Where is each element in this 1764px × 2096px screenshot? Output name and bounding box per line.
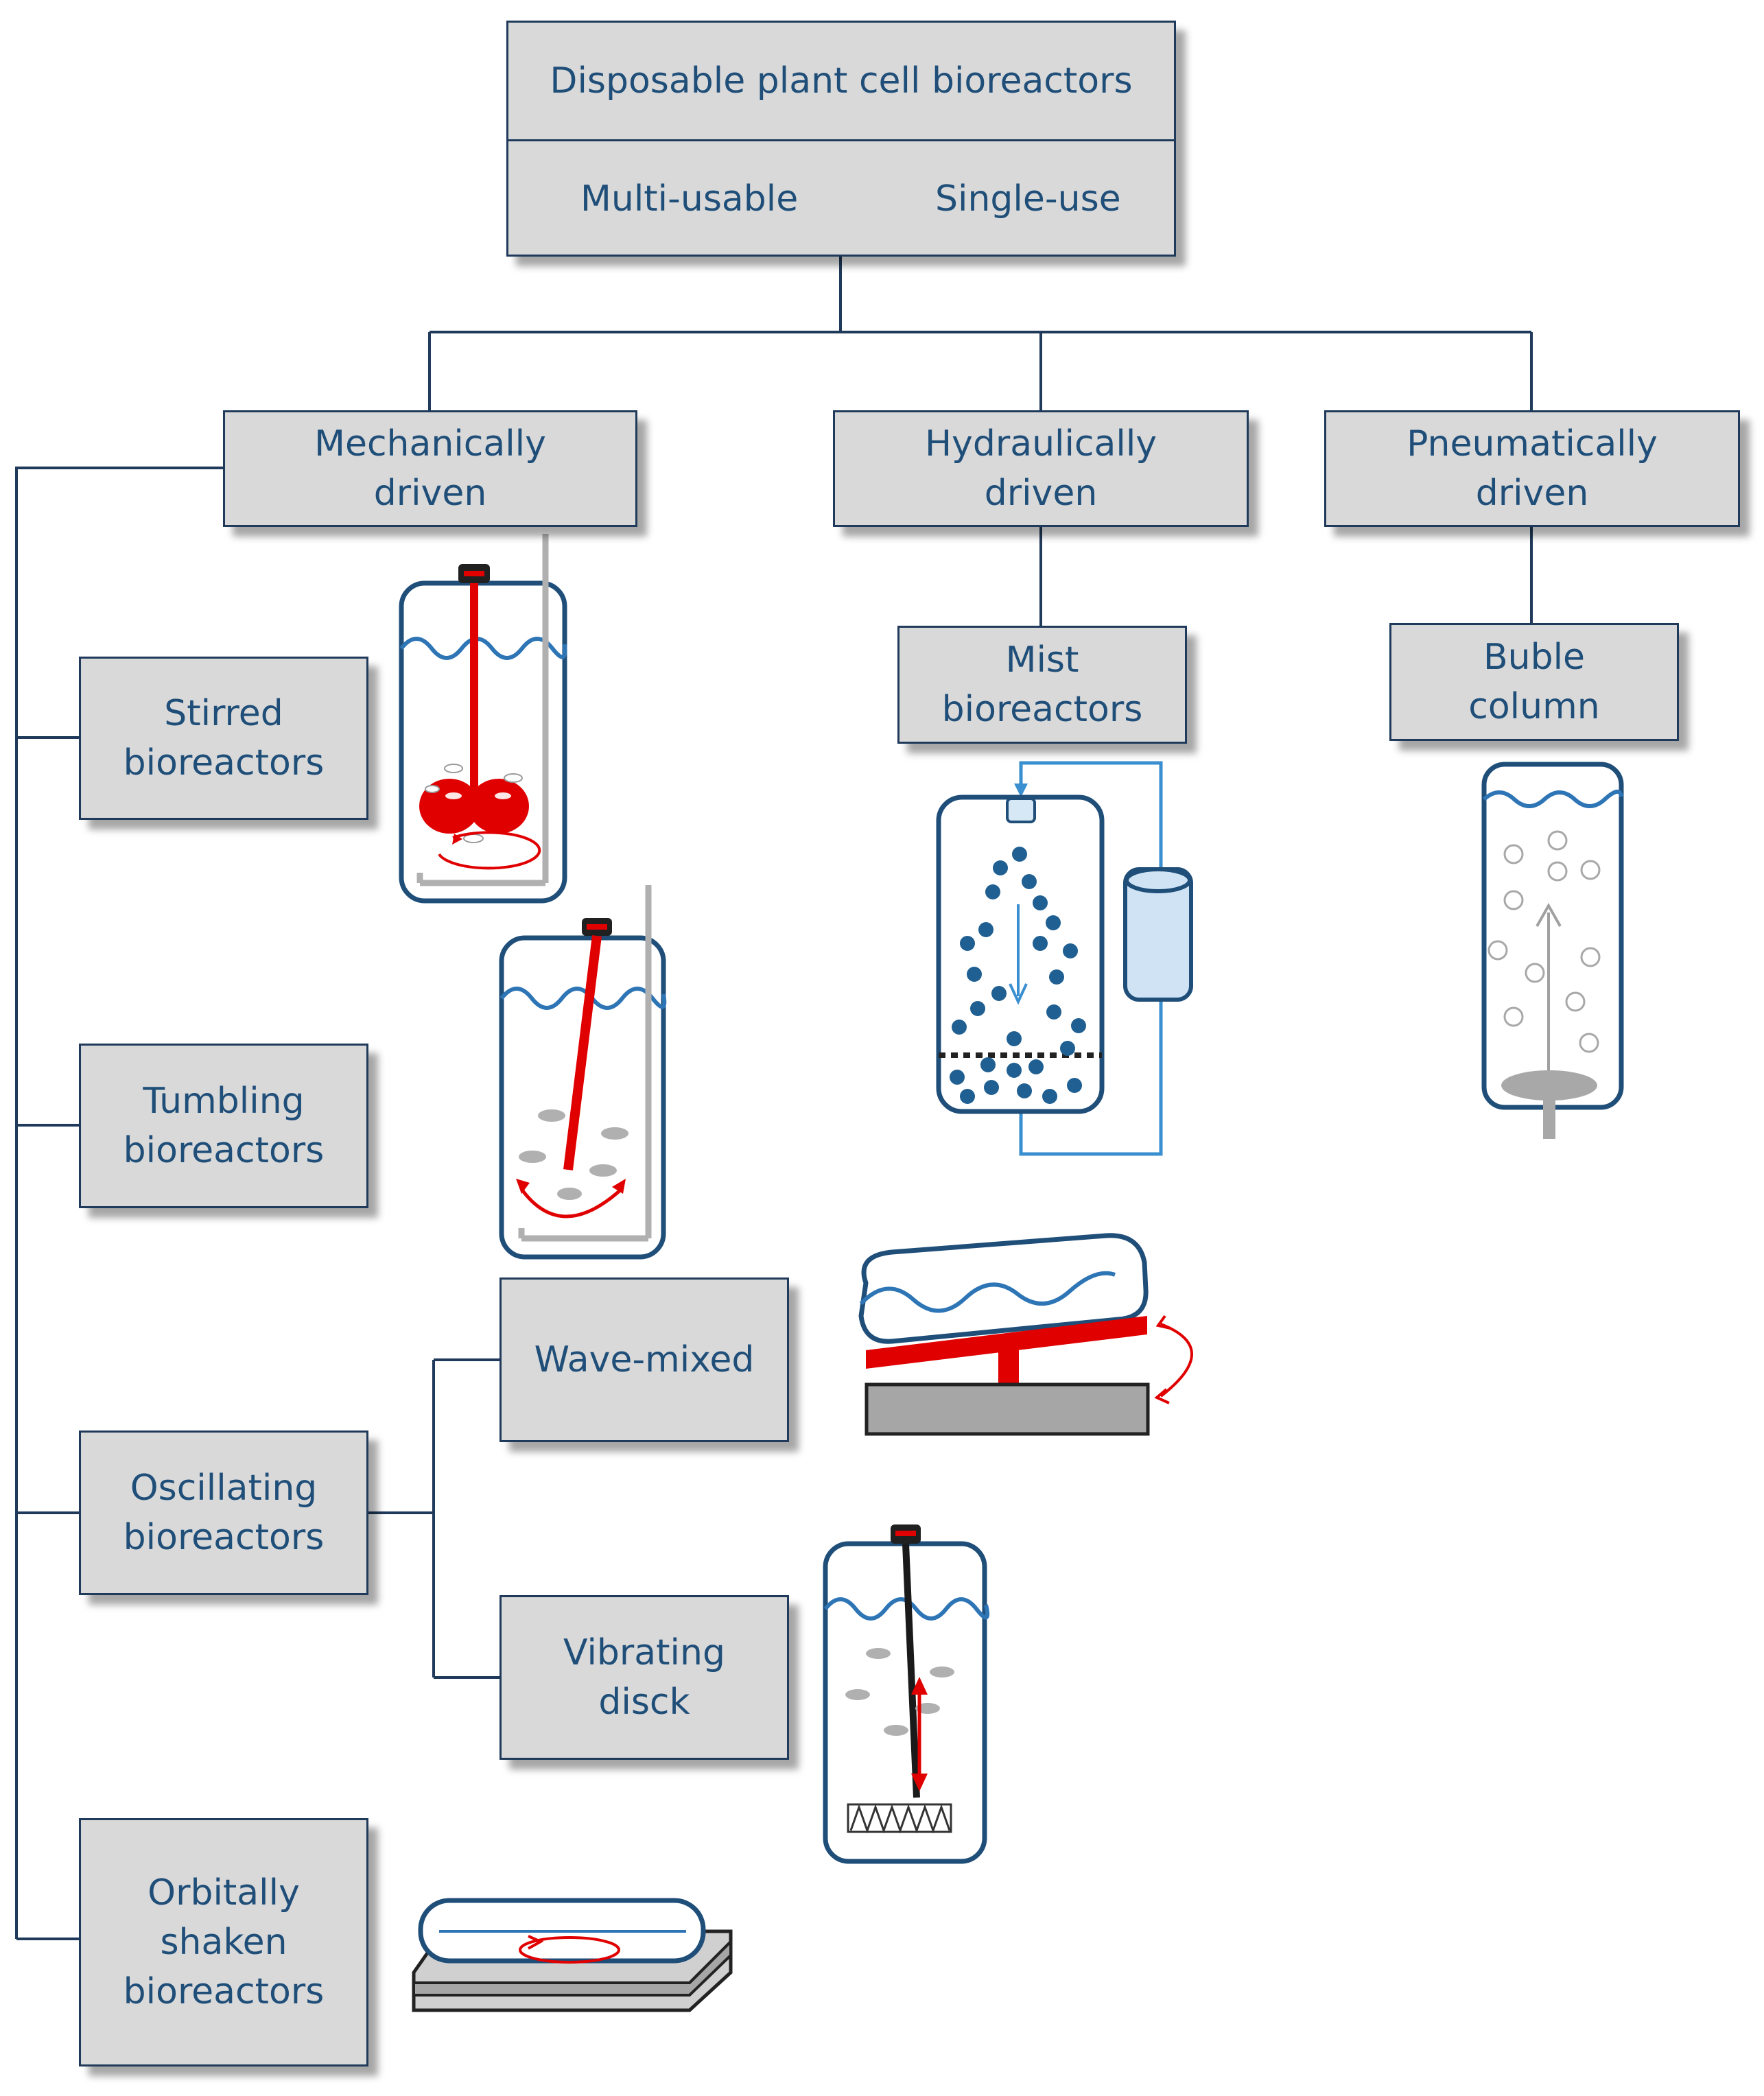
tumbling-bioreactor-illustration xyxy=(499,885,667,1260)
mist-label-line1: Mist xyxy=(1005,639,1079,681)
wave-mixed-box: Wave-mixed xyxy=(499,1277,789,1442)
wave-mixed-illustration xyxy=(858,1233,1193,1436)
pneumatically-driven-box: Pneumatically driven xyxy=(1324,410,1740,527)
orbital-label-line2: shaken xyxy=(160,1922,287,1963)
hydraulically-driven-box: Hydraulically driven xyxy=(833,410,1249,527)
stirred-label-line2: bioreactors xyxy=(123,742,325,784)
stirred-bioreactor-illustration xyxy=(399,534,567,904)
vibrating-disc-illustration xyxy=(823,1524,990,1864)
orbital-label-line1: Orbitally xyxy=(148,1872,300,1914)
orbital-label-line3: bioreactors xyxy=(123,1971,325,2012)
oscillating-label-line2: bioreactors xyxy=(123,1517,325,1558)
bubble-label-line2: column xyxy=(1468,686,1600,727)
mechanical-label-line1: Mechanically xyxy=(314,423,546,464)
hydraulic-label-line1: Hydraulically xyxy=(924,423,1157,464)
vibrating-label-line1: Vibrating xyxy=(563,1632,725,1673)
mechanical-label-line2: driven xyxy=(373,473,487,514)
variant-multi-usable: Multi-usable xyxy=(580,178,799,220)
root-title: Disposable plant cell bioreactors xyxy=(550,60,1133,102)
variant-single-use: Single-use xyxy=(935,178,1121,220)
oscillating-label-line1: Oscillating xyxy=(130,1468,318,1509)
orbital-shaker-illustration xyxy=(412,1898,733,2012)
oscillating-bioreactors-box: Oscillating bioreactors xyxy=(79,1430,368,1595)
bubble-column-box: Buble column xyxy=(1389,623,1679,741)
stirred-label-line1: Stirred xyxy=(164,693,283,734)
tumbling-label-line2: bioreactors xyxy=(123,1130,325,1171)
hydraulic-label-line2: driven xyxy=(984,473,1098,514)
root-box: Disposable plant cell bioreactors Multi-… xyxy=(506,21,1176,257)
bubble-label-line1: Buble xyxy=(1483,637,1586,678)
tumbling-bioreactors-box: Tumbling bioreactors xyxy=(79,1044,368,1208)
vibrating-label-line2: disck xyxy=(598,1682,690,1723)
mist-bioreactors-box: Mist bioreactors xyxy=(897,626,1187,744)
stirred-bioreactors-box: Stirred bioreactors xyxy=(79,657,368,820)
tumbling-label-line1: Tumbling xyxy=(143,1081,305,1122)
vibrating-disc-box: Vibrating disck xyxy=(499,1595,789,1760)
mechanically-driven-box: Mechanically driven xyxy=(223,410,637,527)
mist-label-line2: bioreactors xyxy=(941,689,1143,730)
pneumatic-label-line2: driven xyxy=(1475,473,1589,514)
mist-bioreactor-illustration xyxy=(936,761,1193,1156)
bubble-column-illustration xyxy=(1481,762,1624,1139)
pneumatic-label-line1: Pneumatically xyxy=(1407,423,1658,464)
wave-mixed-label: Wave-mixed xyxy=(534,1339,755,1380)
orbitally-shaken-bioreactors-box: Orbitally shaken bioreactors xyxy=(79,1818,368,2066)
